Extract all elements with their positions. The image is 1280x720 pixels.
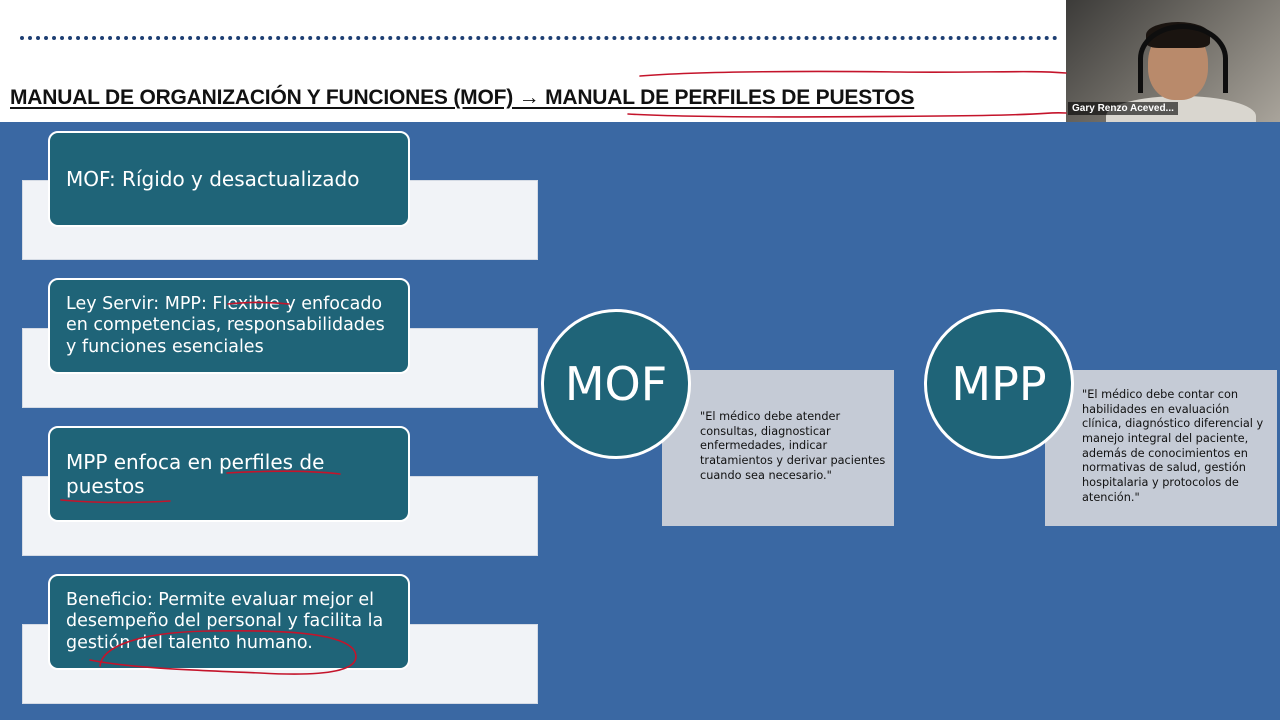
- mof-circle-label: MOF: [565, 357, 667, 411]
- mof-quote-text: "El médico debe atender consultas, diagn…: [700, 410, 885, 482]
- mpp-quote-box: "El médico debe contar con habilidades e…: [1045, 370, 1277, 526]
- dotted-divider: [20, 36, 1058, 40]
- mpp-quote-text: "El médico debe contar con habilidades e…: [1082, 388, 1263, 504]
- mpp-circle: MPP: [924, 309, 1074, 459]
- mof-circle: MOF: [541, 309, 691, 459]
- item-text: Ley Servir: MPP: Flexible y enfocado en …: [66, 294, 398, 358]
- mpp-circle-label: MPP: [951, 357, 1046, 411]
- participant-video-tile[interactable]: Gary Renzo Aceved...: [1066, 0, 1280, 122]
- item-card-2: Ley Servir: MPP: Flexible y enfocado en …: [48, 278, 410, 374]
- item-card-4: Beneficio: Permite evaluar mejor el dese…: [48, 574, 410, 670]
- participant-name-label: Gary Renzo Aceved...: [1068, 102, 1178, 115]
- item-card-3: MPP enfoca en perfiles de puestos: [48, 426, 410, 522]
- slide-header: MANUAL DE ORGANIZACIÓN Y FUNCIONES (MOF)…: [0, 0, 1066, 122]
- mof-quote-box: "El médico debe atender consultas, diagn…: [662, 370, 894, 526]
- slide-title: MANUAL DE ORGANIZACIÓN Y FUNCIONES (MOF)…: [10, 86, 914, 110]
- item-text: MOF: Rígido y desactualizado: [66, 167, 359, 191]
- item-card-1: MOF: Rígido y desactualizado: [48, 131, 410, 227]
- headset-icon: [1138, 24, 1228, 93]
- item-text: MPP enfoca en perfiles de puestos: [66, 450, 398, 499]
- slide-content: MOF: Rígido y desactualizado Ley Servir:…: [0, 122, 1280, 720]
- item-text: Beneficio: Permite evaluar mejor el dese…: [66, 590, 398, 654]
